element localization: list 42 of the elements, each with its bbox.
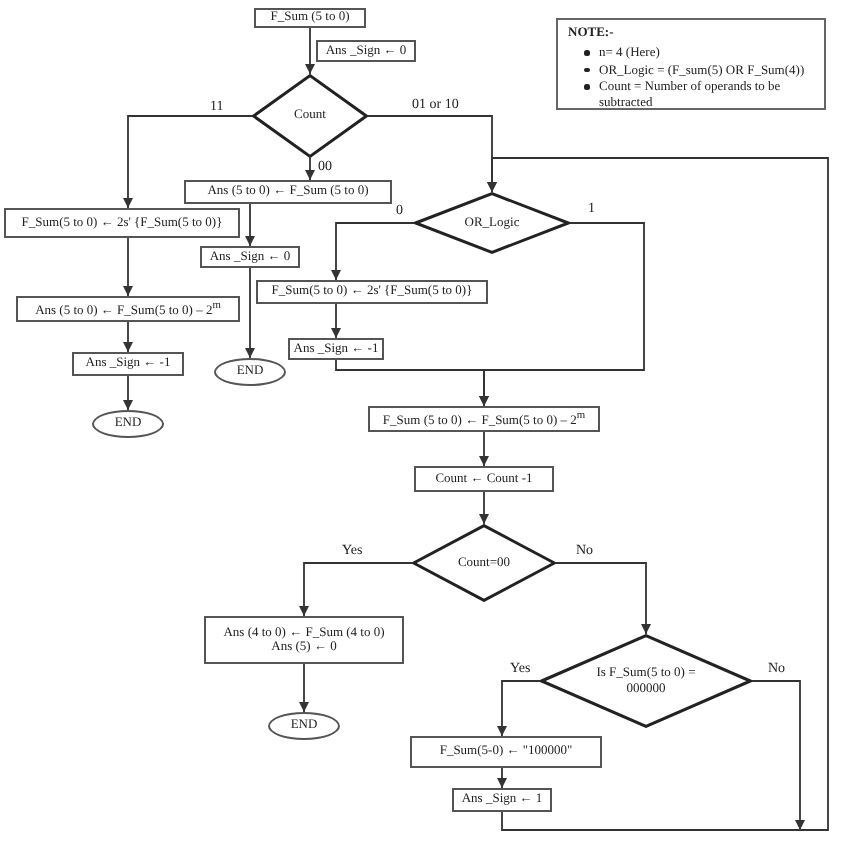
arrow bbox=[305, 157, 315, 181]
arrow bbox=[331, 222, 415, 281]
arrow bbox=[487, 157, 829, 831]
process-box bbox=[16, 296, 240, 322]
process-box bbox=[184, 180, 392, 204]
process-box bbox=[414, 466, 554, 492]
process-box bbox=[288, 338, 384, 360]
arrow bbox=[123, 375, 133, 411]
process-box bbox=[410, 736, 602, 768]
process-box bbox=[4, 208, 240, 238]
arrow bbox=[305, 27, 315, 75]
process-box bbox=[200, 246, 300, 268]
arrow bbox=[299, 562, 413, 617]
terminal-oval bbox=[214, 358, 286, 386]
decision-diamond bbox=[414, 192, 570, 254]
arrow bbox=[555, 562, 651, 635]
arrow bbox=[123, 237, 133, 297]
note-box bbox=[556, 18, 826, 110]
arrow bbox=[497, 680, 541, 737]
arrow bbox=[479, 491, 489, 525]
arrow bbox=[123, 115, 253, 209]
arrow bbox=[751, 680, 805, 831]
arrow bbox=[245, 267, 255, 359]
process-box bbox=[368, 406, 600, 432]
decision-diamond bbox=[252, 74, 368, 158]
decision-diamond bbox=[412, 524, 556, 602]
arrow bbox=[335, 359, 489, 407]
process-box bbox=[452, 788, 552, 812]
process-box bbox=[256, 280, 488, 304]
terminal-oval bbox=[268, 712, 340, 740]
process-box bbox=[254, 8, 366, 28]
arrow bbox=[123, 321, 133, 353]
terminal-oval bbox=[92, 410, 164, 438]
arrow bbox=[479, 431, 489, 467]
process-box bbox=[72, 352, 184, 376]
arrow bbox=[331, 303, 341, 339]
process-box bbox=[316, 40, 416, 62]
arrow bbox=[245, 203, 255, 247]
decision-diamond bbox=[540, 634, 752, 728]
arrow bbox=[299, 663, 309, 713]
arrow bbox=[497, 767, 507, 789]
process-box bbox=[204, 616, 404, 664]
